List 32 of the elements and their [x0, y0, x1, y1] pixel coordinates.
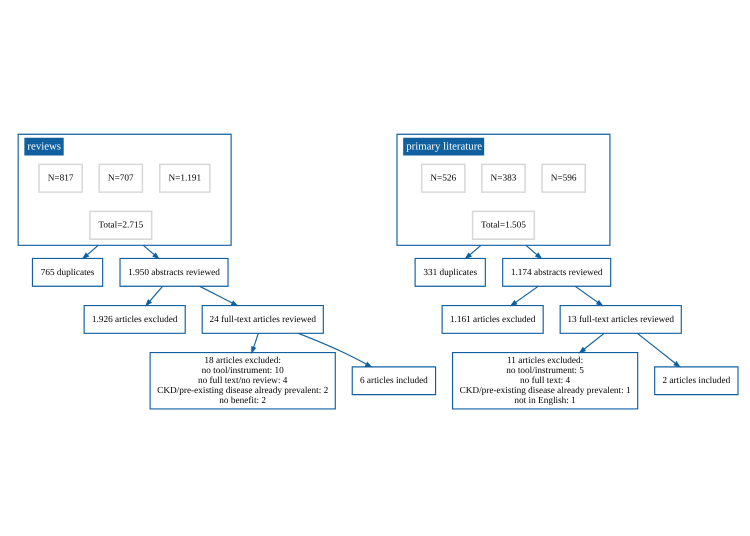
arrow: [464, 244, 482, 259]
node-box: Total=1.505: [472, 210, 536, 240]
arrow: [578, 332, 604, 354]
arrow: [637, 332, 681, 368]
arrow: [298, 332, 373, 368]
node-box: 765 duplicates: [32, 257, 104, 286]
node-box: 1.950 abstracts reviewed: [119, 257, 229, 286]
node-box: 1.161 articles excluded: [442, 304, 544, 334]
arrow: [145, 285, 164, 306]
node-box: N=1.191: [158, 163, 211, 192]
node-box: 1.926 articles excluded: [84, 304, 186, 334]
node-box: 2 articles included: [654, 366, 739, 395]
node-box: N=526: [420, 163, 466, 192]
node-box: 6 articles included: [352, 366, 436, 395]
node-box: N=817: [38, 163, 83, 192]
node-box: 18 articles excluded: no tool/instrument: 10 no full text/no review: 4 CKD/pre-existing disease already prevalent: 2 no benefit: 2: [150, 352, 336, 409]
node-box: N=596: [541, 163, 586, 192]
arrow: [251, 332, 259, 354]
node-box: 24 full-text articles reviewed: [202, 304, 324, 334]
arrow: [142, 244, 160, 259]
arrow: [199, 285, 239, 306]
arrow: [574, 285, 604, 306]
arrow: [82, 244, 99, 259]
arrow: [510, 285, 538, 306]
node-box: 1.174 abstracts reviewed: [502, 257, 612, 286]
node-box: 331 duplicates: [414, 257, 486, 286]
node-box: 11 articles excluded: no tool/instrument: 5 no full text: 4 CKD/pre-existing disease already prevalent: 1 not in English: 1: [452, 352, 638, 409]
arrow: [526, 244, 542, 259]
node-box: Total=2.715: [89, 210, 152, 240]
node-box: 13 full-text articles reviewed: [560, 304, 682, 334]
node-box: N=383: [481, 163, 526, 192]
node-box: N=707: [98, 163, 144, 192]
